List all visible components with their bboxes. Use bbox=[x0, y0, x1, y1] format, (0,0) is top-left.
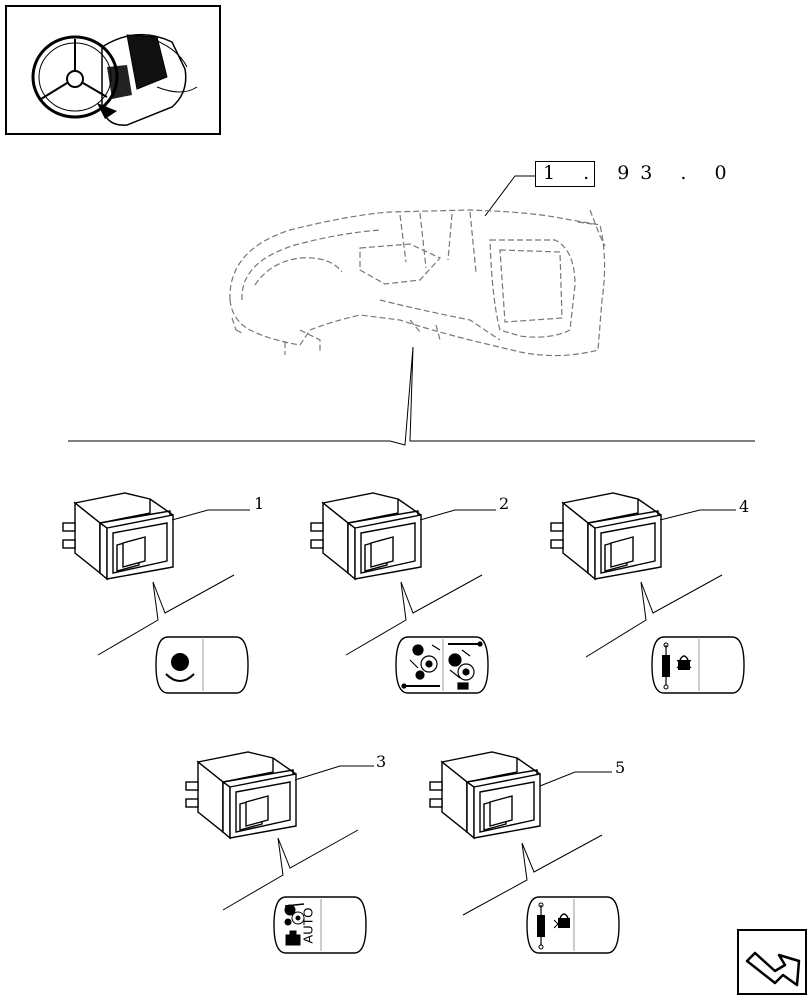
callout-3: 3 bbox=[376, 752, 387, 771]
auto-label-wrap: AUTO bbox=[296, 904, 320, 948]
callout-2: 2 bbox=[499, 494, 510, 513]
symbol-plate-1 bbox=[155, 636, 249, 694]
leader-4 bbox=[659, 509, 736, 521]
symbol-plate-3 bbox=[273, 896, 367, 954]
suspension-axle-icon bbox=[401, 641, 483, 690]
symbol-plate-5 bbox=[526, 896, 620, 954]
reference-leader-line bbox=[484, 175, 535, 217]
cylinder-lock-icon bbox=[537, 902, 570, 950]
pto-brake-icon bbox=[165, 653, 195, 682]
leader-3 bbox=[294, 765, 374, 781]
callout-5: 5 bbox=[615, 758, 626, 777]
auto-label: AUTO bbox=[300, 907, 316, 944]
callout-4: 4 bbox=[739, 497, 750, 516]
cylinder-lock-icon bbox=[662, 642, 692, 690]
assembly-separator-line bbox=[68, 346, 755, 446]
callout-1: 1 bbox=[254, 494, 265, 513]
reference-code: 1 . 93 . 0 bbox=[543, 162, 738, 184]
leader-2 bbox=[419, 509, 496, 521]
auto-mode-icon bbox=[284, 903, 305, 946]
reference-code-box bbox=[535, 161, 595, 187]
steering-wheel-icon bbox=[31, 33, 198, 126]
leader-5 bbox=[539, 771, 612, 787]
leader-1 bbox=[171, 509, 250, 521]
thumbnail-cab-view bbox=[5, 5, 221, 135]
next-page-arrow-icon bbox=[745, 951, 801, 987]
next-page-button[interactable] bbox=[737, 929, 807, 995]
dashboard-outline bbox=[229, 209, 606, 357]
symbol-plate-2 bbox=[395, 636, 489, 694]
symbol-plate-4 bbox=[651, 636, 745, 694]
